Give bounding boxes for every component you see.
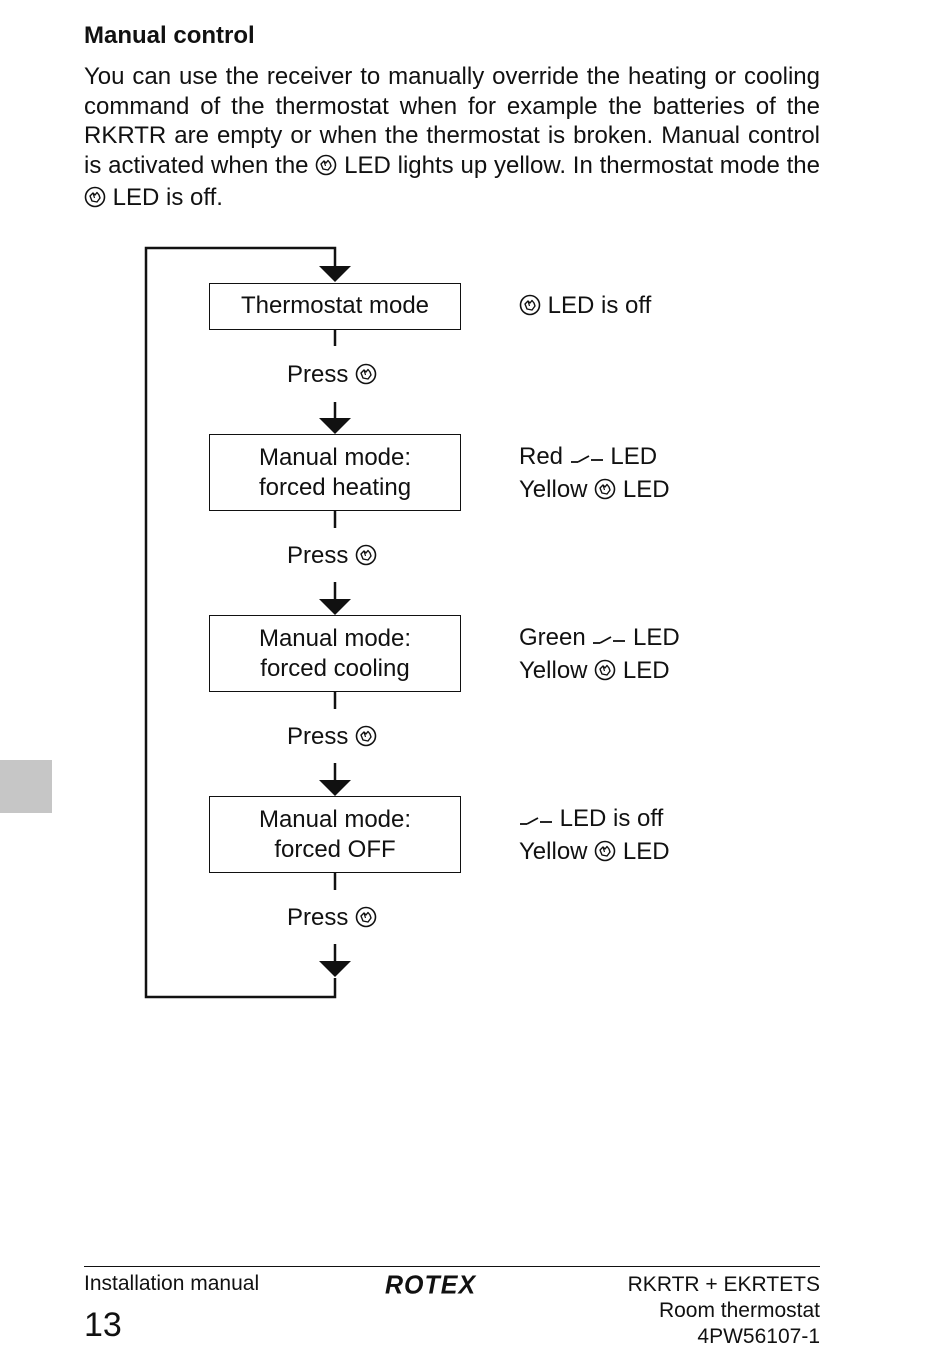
- led-state-off: LED is off Yellow LED: [519, 804, 670, 870]
- footer-divider: [84, 1266, 820, 1267]
- hand-icon: [519, 294, 541, 324]
- footer-manual-type: Installation manual: [84, 1272, 260, 1295]
- hand-icon: [84, 186, 106, 216]
- flow-box-label: Manual mode:: [258, 444, 412, 471]
- flow-box-label: Thermostat mode: [240, 292, 430, 319]
- flow-connectors: [144, 246, 351, 999]
- press-step: Press: [287, 361, 377, 392]
- hand-icon: [355, 363, 377, 392]
- hand-icon: [594, 478, 616, 508]
- press-label: Press: [287, 723, 349, 750]
- hand-icon: [355, 544, 377, 573]
- led-text: LED is off: [547, 292, 652, 319]
- press-label: Press: [287, 542, 349, 569]
- flow-box-label: forced cooling: [260, 655, 410, 682]
- press-step: Press: [287, 723, 377, 754]
- flow-box-label: forced heating: [258, 474, 412, 501]
- flow-box-forced-cooling: Manual mode: forced cooling: [209, 615, 461, 692]
- flow-box-thermostat-mode: Thermostat mode: [209, 283, 461, 330]
- led-text: Green: [519, 624, 586, 651]
- led-state-thermostat: LED is off: [519, 291, 651, 324]
- flow-box-label: forced OFF: [274, 836, 396, 863]
- led-text: Red: [519, 443, 564, 470]
- intro-text-3: LED is off.: [112, 184, 223, 211]
- hand-icon: [315, 154, 337, 184]
- press-step: Press: [287, 904, 377, 935]
- switch-contact-icon: [592, 626, 626, 656]
- led-text: LED: [622, 838, 670, 865]
- switch-contact-icon: [519, 807, 553, 837]
- led-text: Yellow: [519, 838, 588, 865]
- led-text: Yellow: [519, 657, 588, 684]
- led-text: LED: [633, 624, 680, 651]
- brand-logo: ROTEX: [385, 1270, 477, 1300]
- intro-paragraph: You can use the receiver to manually ove…: [84, 62, 820, 216]
- led-state-heating: Red LED Yellow LED: [519, 442, 670, 508]
- hand-icon: [355, 906, 377, 935]
- switch-contact-icon: [570, 445, 604, 475]
- chapter-tab: [0, 760, 52, 813]
- led-state-cooling: Green LED Yellow LED: [519, 623, 680, 689]
- footer-product: RKRTR + EKRTETS: [627, 1273, 820, 1296]
- hand-icon: [594, 659, 616, 689]
- footer-product-info: RKRTR + EKRTETS Room thermostat 4PW56107…: [628, 1272, 820, 1350]
- flow-box-label: Manual mode:: [258, 806, 412, 833]
- flow-box-forced-off: Manual mode: forced OFF: [209, 796, 461, 873]
- intro-text-2: LED lights up yellow. In thermostat mode…: [344, 151, 820, 179]
- led-text: LED: [610, 443, 658, 470]
- led-text: LED: [622, 657, 670, 684]
- press-label: Press: [287, 904, 349, 931]
- footer-product-type: Room thermostat: [658, 1299, 820, 1322]
- footer-doc-code: 4PW56107-1: [697, 1325, 820, 1348]
- section-heading: Manual control: [84, 22, 255, 49]
- led-text: LED: [622, 476, 670, 503]
- press-step: Press: [287, 542, 377, 573]
- intro-text-1: You can use the receiver to manually ove…: [84, 63, 820, 179]
- flow-box-label: Manual mode:: [258, 625, 412, 652]
- flow-box-forced-heating: Manual mode: forced heating: [209, 434, 461, 511]
- hand-icon: [594, 840, 616, 870]
- page-number: 13: [84, 1306, 122, 1344]
- led-text: Yellow: [519, 476, 588, 503]
- hand-icon: [355, 725, 377, 754]
- led-text: LED is off: [559, 805, 664, 832]
- press-label: Press: [287, 361, 349, 388]
